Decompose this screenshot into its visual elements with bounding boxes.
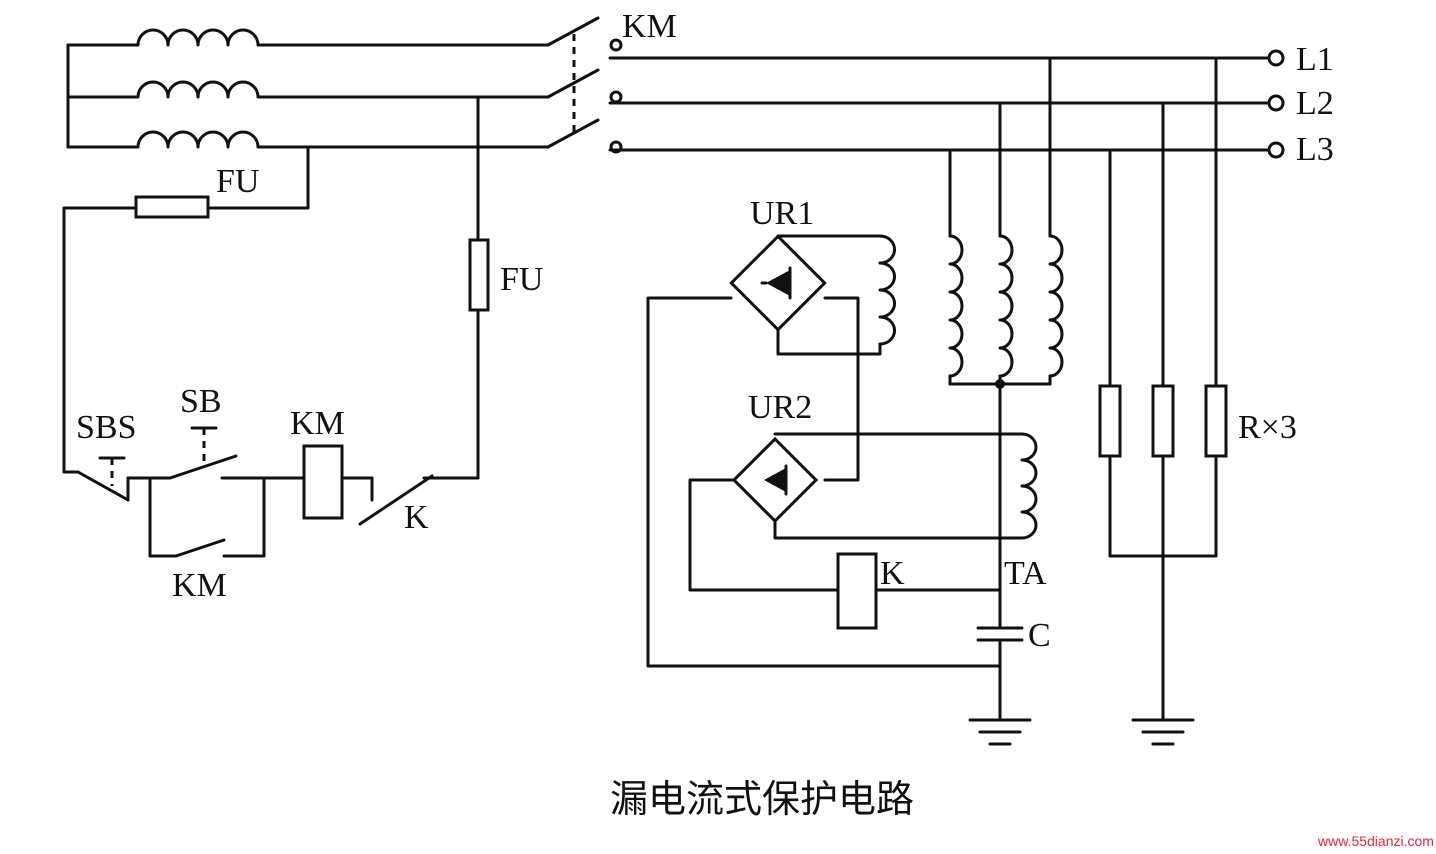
relay-k-coil [836, 552, 878, 630]
main-contactor-km: KM [546, 8, 677, 154]
km-coil-label: KM [290, 405, 345, 442]
km-aux-label: KM [172, 567, 227, 604]
ur2-bridge: UR2 TA [688, 389, 1047, 592]
fuse-mid [468, 238, 490, 312]
ur1-diode-icon [766, 270, 790, 296]
fuse-left [134, 195, 210, 219]
terminal-l1 [1267, 49, 1285, 67]
resistor-3 [1204, 384, 1228, 458]
sb-label: SB [180, 383, 222, 420]
resistor-1 [1098, 384, 1122, 458]
k-contact [358, 474, 434, 526]
left-fuse-branch: FU [62, 145, 310, 474]
phase-lines: L1 L2 L3 [608, 41, 1334, 168]
ta-label: TA [1004, 555, 1047, 592]
label-l2: L2 [1296, 85, 1334, 122]
terminal-l2 [1267, 94, 1285, 112]
ground-icon [1131, 718, 1195, 746]
km-aux-contact [174, 538, 226, 558]
ur2-diode-icon [764, 468, 786, 492]
middle-fuse-branch: FU [468, 95, 543, 480]
capacitor-and-ground: C [968, 598, 1051, 746]
label-l1: L1 [1296, 41, 1334, 78]
k-contact-label: K [404, 499, 429, 536]
rx3-label: R×3 [1238, 409, 1297, 446]
resistor-network: R×3 [1098, 56, 1297, 746]
control-circuit: SBS SB KM KM K [76, 383, 480, 604]
sbs-contact [76, 470, 130, 502]
sb-contact [168, 454, 238, 480]
ur1-label: UR1 [750, 195, 814, 232]
km-coil [302, 444, 344, 520]
fu-mid-label: FU [500, 261, 543, 298]
km-top-label: KM [622, 8, 677, 45]
relay-k-label: K [880, 555, 905, 592]
diagram-caption: 漏电流式保护电路 [610, 777, 914, 821]
transformer-windings [948, 56, 1064, 602]
fu-left-label: FU [216, 163, 259, 200]
resistor-2 [1151, 384, 1175, 458]
watermark: www.55dianzi.com [1317, 833, 1434, 849]
capacitor-label: C [1028, 617, 1051, 654]
ur2-label: UR2 [748, 389, 812, 426]
sbs-label: SBS [76, 409, 137, 446]
terminal-l3 [1267, 141, 1285, 159]
relay-k: K [836, 552, 1002, 630]
ground-icon [968, 718, 1032, 746]
label-l3: L3 [1296, 131, 1334, 168]
motor-windings [66, 28, 550, 149]
ur1-bridge: UR1 [646, 195, 1002, 668]
